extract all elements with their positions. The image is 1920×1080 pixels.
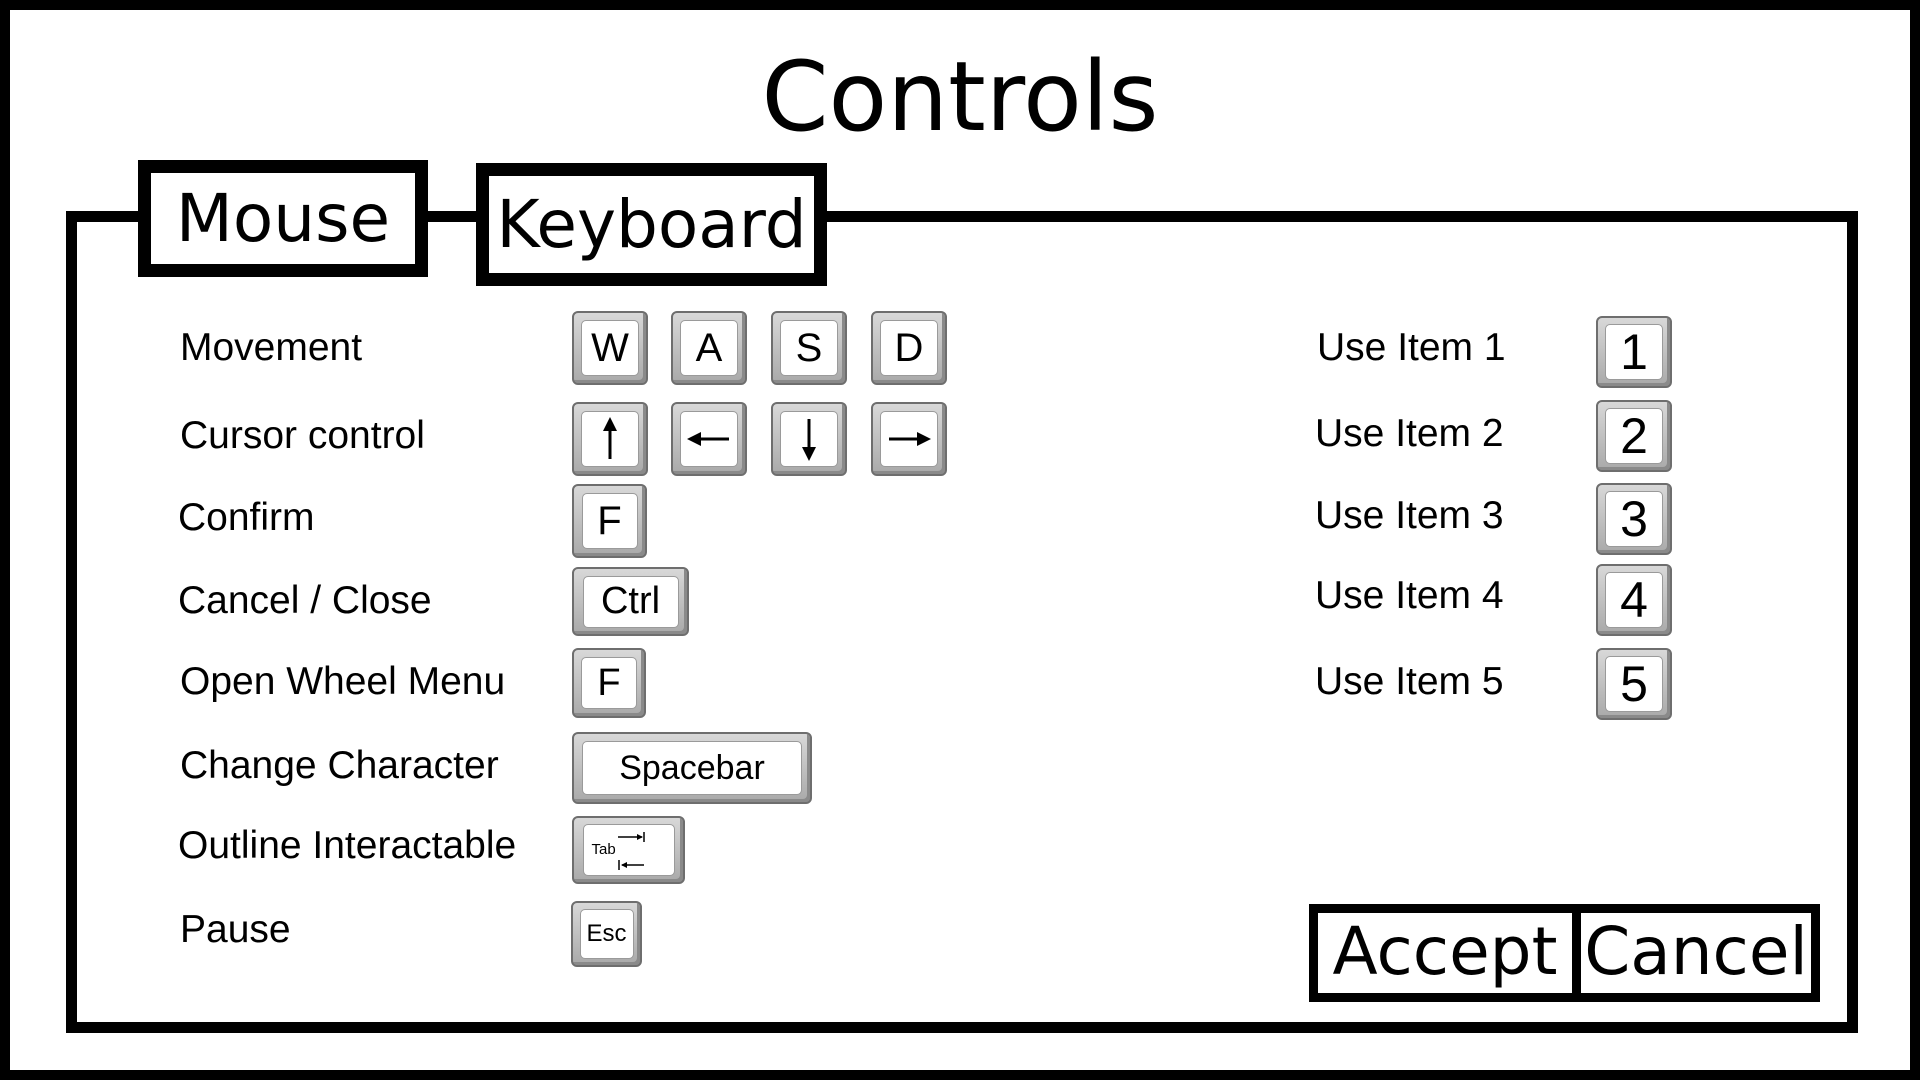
cancel-button[interactable]: Cancel <box>1572 904 1820 1002</box>
tab-arrows-icon <box>617 832 645 870</box>
tab-mouse[interactable]: Mouse <box>138 160 428 277</box>
label-cursor-control: Cursor control <box>180 414 425 457</box>
label-use-item-2: Use Item 2 <box>1315 412 1504 455</box>
label-use-item-1: Use Item 1 <box>1317 326 1506 369</box>
key-spacebar[interactable]: Spacebar <box>572 732 812 804</box>
key-w[interactable]: W <box>572 311 648 385</box>
key-d[interactable]: D <box>871 311 947 385</box>
label-use-item-4: Use Item 4 <box>1315 574 1504 617</box>
key-3[interactable]: 3 <box>1596 483 1672 555</box>
label-pause: Pause <box>180 908 291 951</box>
key-f-wheel-menu-label: F <box>581 657 637 709</box>
label-change-character: Change Character <box>180 744 499 787</box>
tab-keyboard[interactable]: Keyboard <box>476 163 827 286</box>
key-d-label: D <box>880 320 938 376</box>
arrow-left-icon <box>687 432 729 446</box>
key-2[interactable]: 2 <box>1596 400 1672 472</box>
key-f-confirm-label: F <box>581 493 638 549</box>
key-arrow-down[interactable] <box>771 402 847 476</box>
arrow-up-icon <box>603 417 617 459</box>
key-ctrl[interactable]: Ctrl <box>572 567 689 636</box>
label-outline-interactable: Outline Interactable <box>178 824 517 867</box>
key-f-wheel-menu[interactable]: F <box>572 648 646 718</box>
label-use-item-5: Use Item 5 <box>1315 660 1504 703</box>
key-ctrl-label: Ctrl <box>582 575 679 628</box>
key-f-confirm[interactable]: F <box>572 484 647 558</box>
key-1-label: 1 <box>1605 324 1663 380</box>
key-5-label: 5 <box>1605 656 1663 712</box>
controls-panel <box>66 211 1858 1033</box>
key-a[interactable]: A <box>671 311 747 385</box>
page-title: Controls <box>761 41 1159 153</box>
label-open-wheel-menu: Open Wheel Menu <box>180 660 506 703</box>
label-movement: Movement <box>180 326 363 369</box>
key-arrow-up[interactable] <box>572 402 648 476</box>
label-confirm: Confirm <box>178 496 315 539</box>
key-esc-label: Esc <box>579 909 634 959</box>
key-2-label: 2 <box>1605 408 1663 464</box>
key-4-label: 4 <box>1605 572 1663 628</box>
key-tab-label: Tab <box>591 841 616 858</box>
arrow-right-icon <box>889 432 931 446</box>
arrow-down-icon <box>802 419 816 461</box>
key-a-label: A <box>680 320 738 376</box>
label-cancel-close: Cancel / Close <box>178 579 432 622</box>
accept-button[interactable]: Accept <box>1309 904 1581 1002</box>
key-arrow-left[interactable] <box>671 402 747 476</box>
key-spacebar-label: Spacebar <box>582 741 802 795</box>
key-3-label: 3 <box>1605 491 1663 547</box>
key-s[interactable]: S <box>771 311 847 385</box>
key-tab[interactable]: Tab <box>572 816 685 884</box>
key-1[interactable]: 1 <box>1596 316 1672 388</box>
key-5[interactable]: 5 <box>1596 648 1672 720</box>
key-w-label: W <box>581 320 639 376</box>
key-arrow-right[interactable] <box>871 402 947 476</box>
key-s-label: S <box>780 320 838 376</box>
key-esc[interactable]: Esc <box>571 901 642 967</box>
label-use-item-3: Use Item 3 <box>1315 494 1504 537</box>
key-4[interactable]: 4 <box>1596 564 1672 636</box>
